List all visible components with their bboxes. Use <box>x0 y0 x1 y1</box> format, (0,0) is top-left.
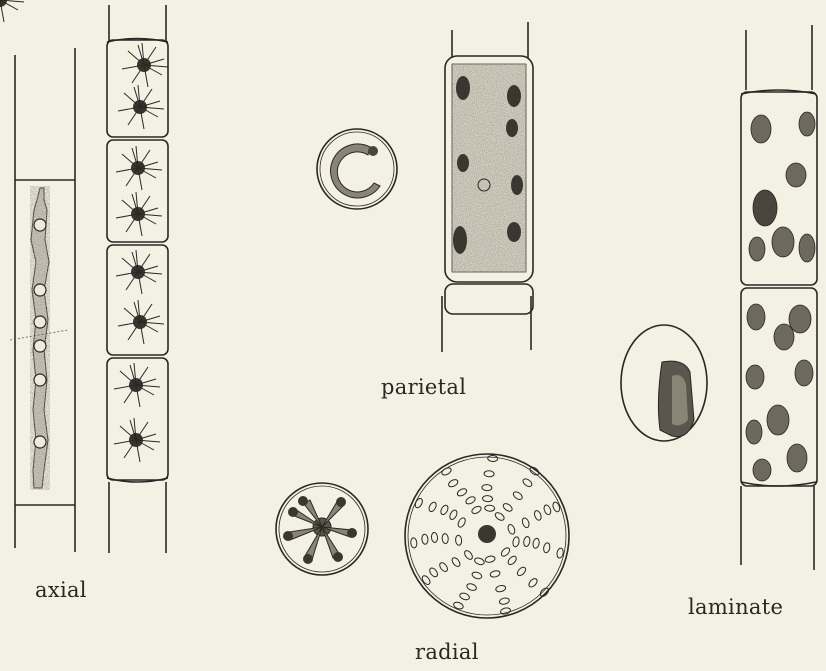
radial-plastid-oval <box>421 534 428 544</box>
radial-plastid-oval <box>516 566 527 577</box>
radial-plastid-oval <box>451 556 462 568</box>
radial-plastid-oval <box>471 571 482 580</box>
radial-plastid-oval <box>529 466 541 477</box>
radial-plastid-oval <box>533 510 542 521</box>
radial-plastid-oval <box>507 555 518 566</box>
radial-plastid-oval <box>484 471 494 478</box>
radial-plastid-oval <box>500 546 511 557</box>
laminate-filament <box>741 25 817 570</box>
radial-plastid-oval <box>455 535 462 545</box>
radial-plastid-oval <box>499 597 510 605</box>
label-laminate: laminate <box>688 595 783 619</box>
radial-plastid-oval <box>414 497 424 509</box>
radial-plastid-oval <box>539 587 550 598</box>
parietal-chloroplast <box>452 64 526 272</box>
radial-plastid-oval <box>512 490 524 501</box>
radial-plastid-oval <box>502 502 514 513</box>
radial-plastid-oval <box>431 532 438 542</box>
radial-plastid-oval <box>447 478 459 488</box>
radial-plastid-oval <box>482 495 492 502</box>
radial-plastid-oval <box>543 504 552 515</box>
label-parietal: parietal <box>381 375 466 399</box>
radial-plastid-oval <box>428 501 438 513</box>
radial-plastid-oval <box>522 477 534 488</box>
label-axial: axial <box>35 578 87 602</box>
label-radial: radial <box>415 640 479 664</box>
radial-plastid-oval <box>512 536 520 547</box>
axial-wide-filament <box>107 5 168 553</box>
radial-plastid-oval <box>457 517 467 529</box>
radial-plastid-oval <box>521 517 530 528</box>
radial-plastid-oval <box>439 504 449 516</box>
radial-plastid-oval <box>507 524 516 535</box>
radial-plastid-oval <box>456 487 468 497</box>
radial-plastid-oval <box>428 567 439 579</box>
radial-plastid-oval <box>543 542 551 553</box>
laminate-cell-section <box>621 325 707 441</box>
radial-plastid-oval <box>552 501 561 512</box>
radial-plastid-oval <box>527 577 538 588</box>
radial-plastid-oval <box>495 585 506 593</box>
radial-plastid-oval <box>463 549 474 561</box>
radial-plastid-oval <box>485 505 495 512</box>
axial-stellate-chloroplasts <box>0 0 168 462</box>
radial-plastid-oval <box>485 555 496 563</box>
parietal-cell-section <box>317 129 397 209</box>
radial-plastid-oval <box>459 592 470 601</box>
laminate-chloroplasts <box>746 112 815 481</box>
radial-plastid-oval <box>500 607 511 615</box>
radial-plastid-oval <box>474 557 485 566</box>
radial-plastid-oval <box>421 574 432 586</box>
radial-small-cell <box>276 483 368 575</box>
axial-ribbon-chloroplast <box>10 186 68 490</box>
radial-plastid-oval <box>488 455 498 462</box>
radial-plastid-oval <box>410 538 417 548</box>
radial-plastid-oval <box>448 509 458 521</box>
radial-plastid-oval <box>466 583 477 592</box>
radial-plastid-oval <box>471 505 483 515</box>
radial-plastid-oval <box>453 601 464 610</box>
radial-plastid-oval <box>523 536 531 547</box>
radial-plastid-oval <box>438 561 449 573</box>
radial-plastid-oval <box>494 511 506 522</box>
radial-plastid-oval <box>490 570 501 578</box>
radial-plastid-oval <box>442 533 449 543</box>
radial-large-cell <box>405 454 569 618</box>
radial-plastid-oval <box>532 538 540 549</box>
radial-plastid-oval <box>482 484 492 491</box>
radial-plastid-oval <box>465 495 477 505</box>
